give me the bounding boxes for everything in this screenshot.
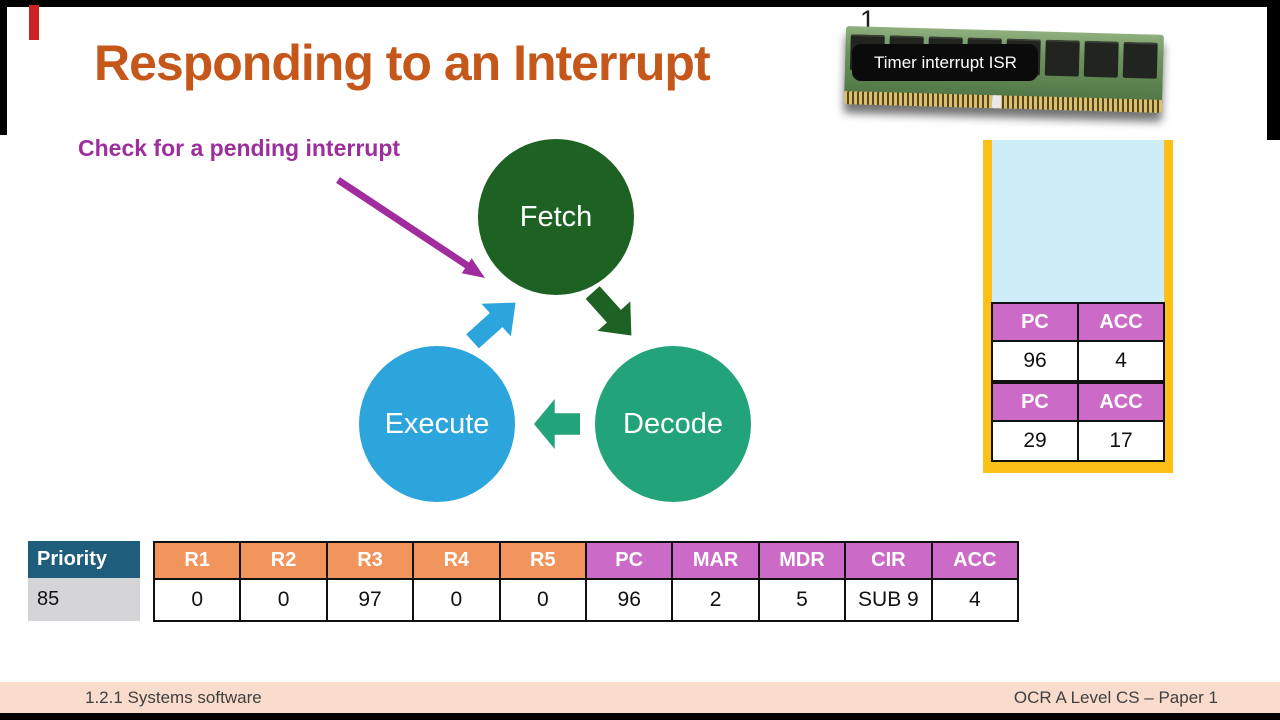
- stack-border-right: [1164, 140, 1173, 473]
- execute-label: Execute: [384, 407, 490, 440]
- fetch-to-decode-arrow: [585, 286, 632, 336]
- register-header-r1: R1: [155, 543, 240, 578]
- register-value-pc: 96: [587, 580, 672, 620]
- ram-chip: [1083, 40, 1119, 78]
- stack-header-acc: ACC: [1079, 384, 1163, 420]
- ram-chip: [1122, 41, 1158, 79]
- stack-border-left: [983, 140, 992, 473]
- bottom-frame-bar: [0, 713, 1280, 720]
- left-frame-bar: [0, 0, 7, 135]
- register-value-r1: 0: [155, 580, 240, 620]
- register-value-r5: 0: [500, 580, 585, 620]
- register-value-r3: 97: [327, 580, 413, 620]
- stack-value-pc: 29: [993, 422, 1077, 460]
- fetch-label: Fetch: [519, 200, 593, 233]
- register-value-r4: 0: [414, 580, 499, 620]
- annotation-check-pending-interrupt: Check for a pending interrupt: [78, 135, 401, 161]
- ram-pin-notch: [991, 95, 1002, 109]
- register-value-cir: SUB 9: [846, 580, 931, 620]
- register-header-r2: R2: [241, 543, 326, 578]
- top-frame-bar: [0, 0, 1280, 7]
- stack-frame-table: PC ACC 96 4: [991, 302, 1165, 382]
- stack-value-pc: 96: [993, 342, 1077, 380]
- stack-value-acc: 17: [1079, 422, 1163, 460]
- register-header-acc: ACC: [932, 543, 1017, 578]
- register-header-r4: R4: [414, 543, 499, 578]
- register-header-mar: MAR: [673, 543, 758, 578]
- register-value-r2: 0: [241, 580, 326, 620]
- register-value-mar: 2: [673, 580, 758, 620]
- priority-value: 85: [28, 578, 140, 621]
- fetch-to-decode-arrow-shape: [585, 286, 632, 336]
- fetch-circle: Fetch: [478, 139, 634, 295]
- stack-header-acc: ACC: [1079, 304, 1163, 340]
- priority-header: Priority: [28, 541, 140, 578]
- decode-label: Decode: [623, 407, 723, 440]
- footer-exam-board: OCR A Level CS – Paper 1: [1013, 688, 1218, 707]
- footer-course-code: 1.2.1 Systems software: [85, 688, 262, 707]
- footer-bar: [0, 682, 1280, 713]
- annotation-arrow-shaft: [336, 177, 470, 269]
- annotation-arrow: [336, 177, 485, 278]
- execute-to-fetch-arrow-shape: [466, 302, 516, 349]
- red-marker: [29, 5, 39, 40]
- register-header-pc: PC: [587, 543, 672, 578]
- decode-to-execute-arrow: [534, 399, 580, 449]
- ram-chip: [1044, 39, 1080, 77]
- register-header-r5: R5: [500, 543, 585, 578]
- stack-value-acc: 4: [1079, 342, 1163, 380]
- decode-to-execute-arrow-shape: [534, 399, 580, 449]
- register-value-mdr: 5: [759, 580, 845, 620]
- execute-to-fetch-arrow: [466, 302, 516, 349]
- stack-frame-table: PC ACC 29 17: [991, 382, 1165, 462]
- decode-circle: Decode: [595, 346, 751, 502]
- annotation-arrow-head: [461, 258, 485, 278]
- page-title: Responding to an Interrupt: [94, 35, 711, 91]
- stack-header-pc: PC: [993, 304, 1077, 340]
- register-header-r3: R3: [327, 543, 413, 578]
- right-frame-bar: [1267, 0, 1280, 140]
- stack-border-bottom: [983, 462, 1173, 473]
- execute-circle: Execute: [359, 346, 515, 502]
- register-header-cir: CIR: [846, 543, 931, 578]
- ram-pins: [843, 90, 1163, 113]
- register-header-mdr: MDR: [759, 543, 845, 578]
- stack-header-pc: PC: [993, 384, 1077, 420]
- timer-interrupt-isr-label: Timer interrupt ISR: [852, 44, 1038, 81]
- register-table: R1 R2 R3 R4 R5 PC MAR MDR CIR ACC 0 0 97…: [153, 541, 1019, 622]
- register-value-acc: 4: [932, 580, 1017, 620]
